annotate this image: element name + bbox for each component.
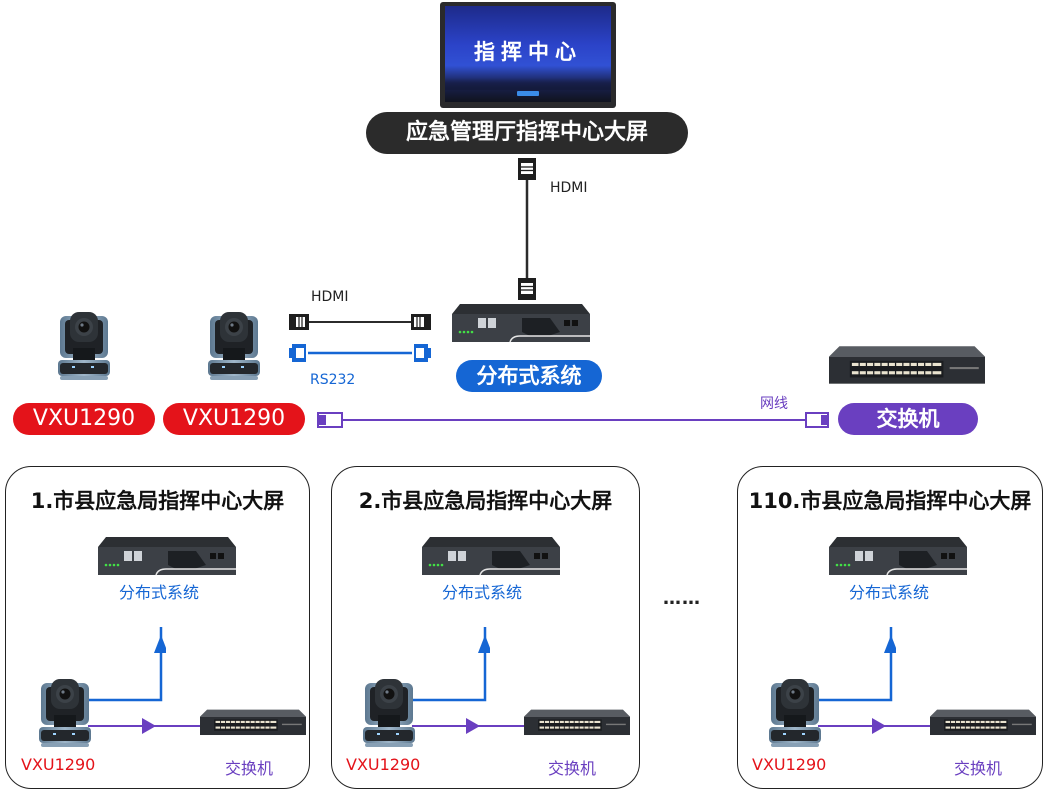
distributor-link <box>818 627 893 702</box>
camera-label: VXU1290 <box>752 755 827 774</box>
hdmi-cable <box>289 314 431 330</box>
network-cable-label: 网线 <box>760 396 788 412</box>
camera-icon <box>767 677 823 749</box>
network-switch-icon <box>200 708 306 738</box>
region-title: 2.市县应急局指挥中心大屏 <box>358 489 613 513</box>
camera-icon <box>361 677 417 749</box>
camera-to-distributor-cables <box>289 314 431 362</box>
camera-label: VXU1290 <box>21 755 96 774</box>
camera-label: VXU1290 <box>13 403 155 435</box>
hdmi-connector-bottom-icon <box>518 278 536 300</box>
rs232-cable <box>289 344 431 362</box>
hdmi-cable-label: HDMI <box>311 289 349 305</box>
region-title: 110.市县应急局指挥中心大屏 <box>748 489 1032 513</box>
command-center-monitor: 指挥中心 <box>440 2 616 108</box>
distributor-label: 分布式系统 <box>849 583 930 602</box>
hdmi-vertical-cable <box>518 158 536 300</box>
arrow-right-icon <box>466 718 480 734</box>
screen-button <box>517 91 539 96</box>
connection-arrows <box>818 627 896 702</box>
rs232-cable-label: RS232 <box>310 372 356 388</box>
switch-link <box>88 718 204 734</box>
network-switch-icon <box>829 346 985 386</box>
distributor-device-icon <box>452 304 590 344</box>
distributor-label: 分布式系统 <box>119 583 200 602</box>
screen-landscape <box>445 78 611 90</box>
switch-label: 交换机 <box>225 759 274 778</box>
connection-arrows <box>88 627 166 702</box>
arrow-right-icon <box>142 718 156 734</box>
distributor-link <box>412 627 487 702</box>
distributor-link <box>88 627 163 702</box>
hdmi-vertical-label: HDMI <box>550 180 588 196</box>
more-regions-ellipsis: …… <box>663 588 701 609</box>
distributor-label: 分布式系统 <box>442 583 523 602</box>
network-cable <box>317 412 829 428</box>
arrow-up-icon <box>154 635 166 653</box>
arrow-right-icon <box>872 718 886 734</box>
network-switch-icon <box>930 708 1036 738</box>
screen-title: 指挥中心 <box>474 40 582 64</box>
camera-label: VXU1290 <box>163 403 305 435</box>
switch-link <box>818 718 934 734</box>
region-card-110: 110.市县应急局指挥中心大屏 分布式系统 VXU1290 交换机 <box>737 466 1043 789</box>
camera-icon <box>206 310 262 382</box>
arrow-up-icon <box>478 635 490 653</box>
switch-link <box>412 718 528 734</box>
switch-label: 交换机 <box>548 759 597 778</box>
distributor-device-icon <box>98 537 236 577</box>
camera-label: VXU1290 <box>346 755 421 774</box>
camera-icon <box>56 310 112 382</box>
camera-icon <box>37 677 93 749</box>
main-screen-caption: 应急管理厅指挥中心大屏 <box>366 112 688 154</box>
monitor-screen: 指挥中心 <box>445 6 611 102</box>
arrow-up-icon <box>884 635 896 653</box>
hdmi-connector-top-icon <box>518 158 536 180</box>
connection-arrows <box>412 627 490 702</box>
network-switch-icon <box>524 708 630 738</box>
switch-label: 交换机 <box>838 403 978 435</box>
region-title: 1.市县应急局指挥中心大屏 <box>30 489 285 513</box>
distributor-device-icon <box>829 537 967 577</box>
switch-label: 交换机 <box>954 759 1003 778</box>
region-card-2: 2.市县应急局指挥中心大屏 分布式系统 VXU1290 交换机 <box>331 466 640 789</box>
distributor-device-icon <box>422 537 560 577</box>
rj45-connector-left-icon <box>317 412 343 428</box>
distributor-label: 分布式系统 <box>456 360 602 392</box>
region-card-1: 1.市县应急局指挥中心大屏 分布式系统 VXU1290 交换机 <box>5 466 310 789</box>
rj45-connector-right-icon <box>805 412 829 428</box>
